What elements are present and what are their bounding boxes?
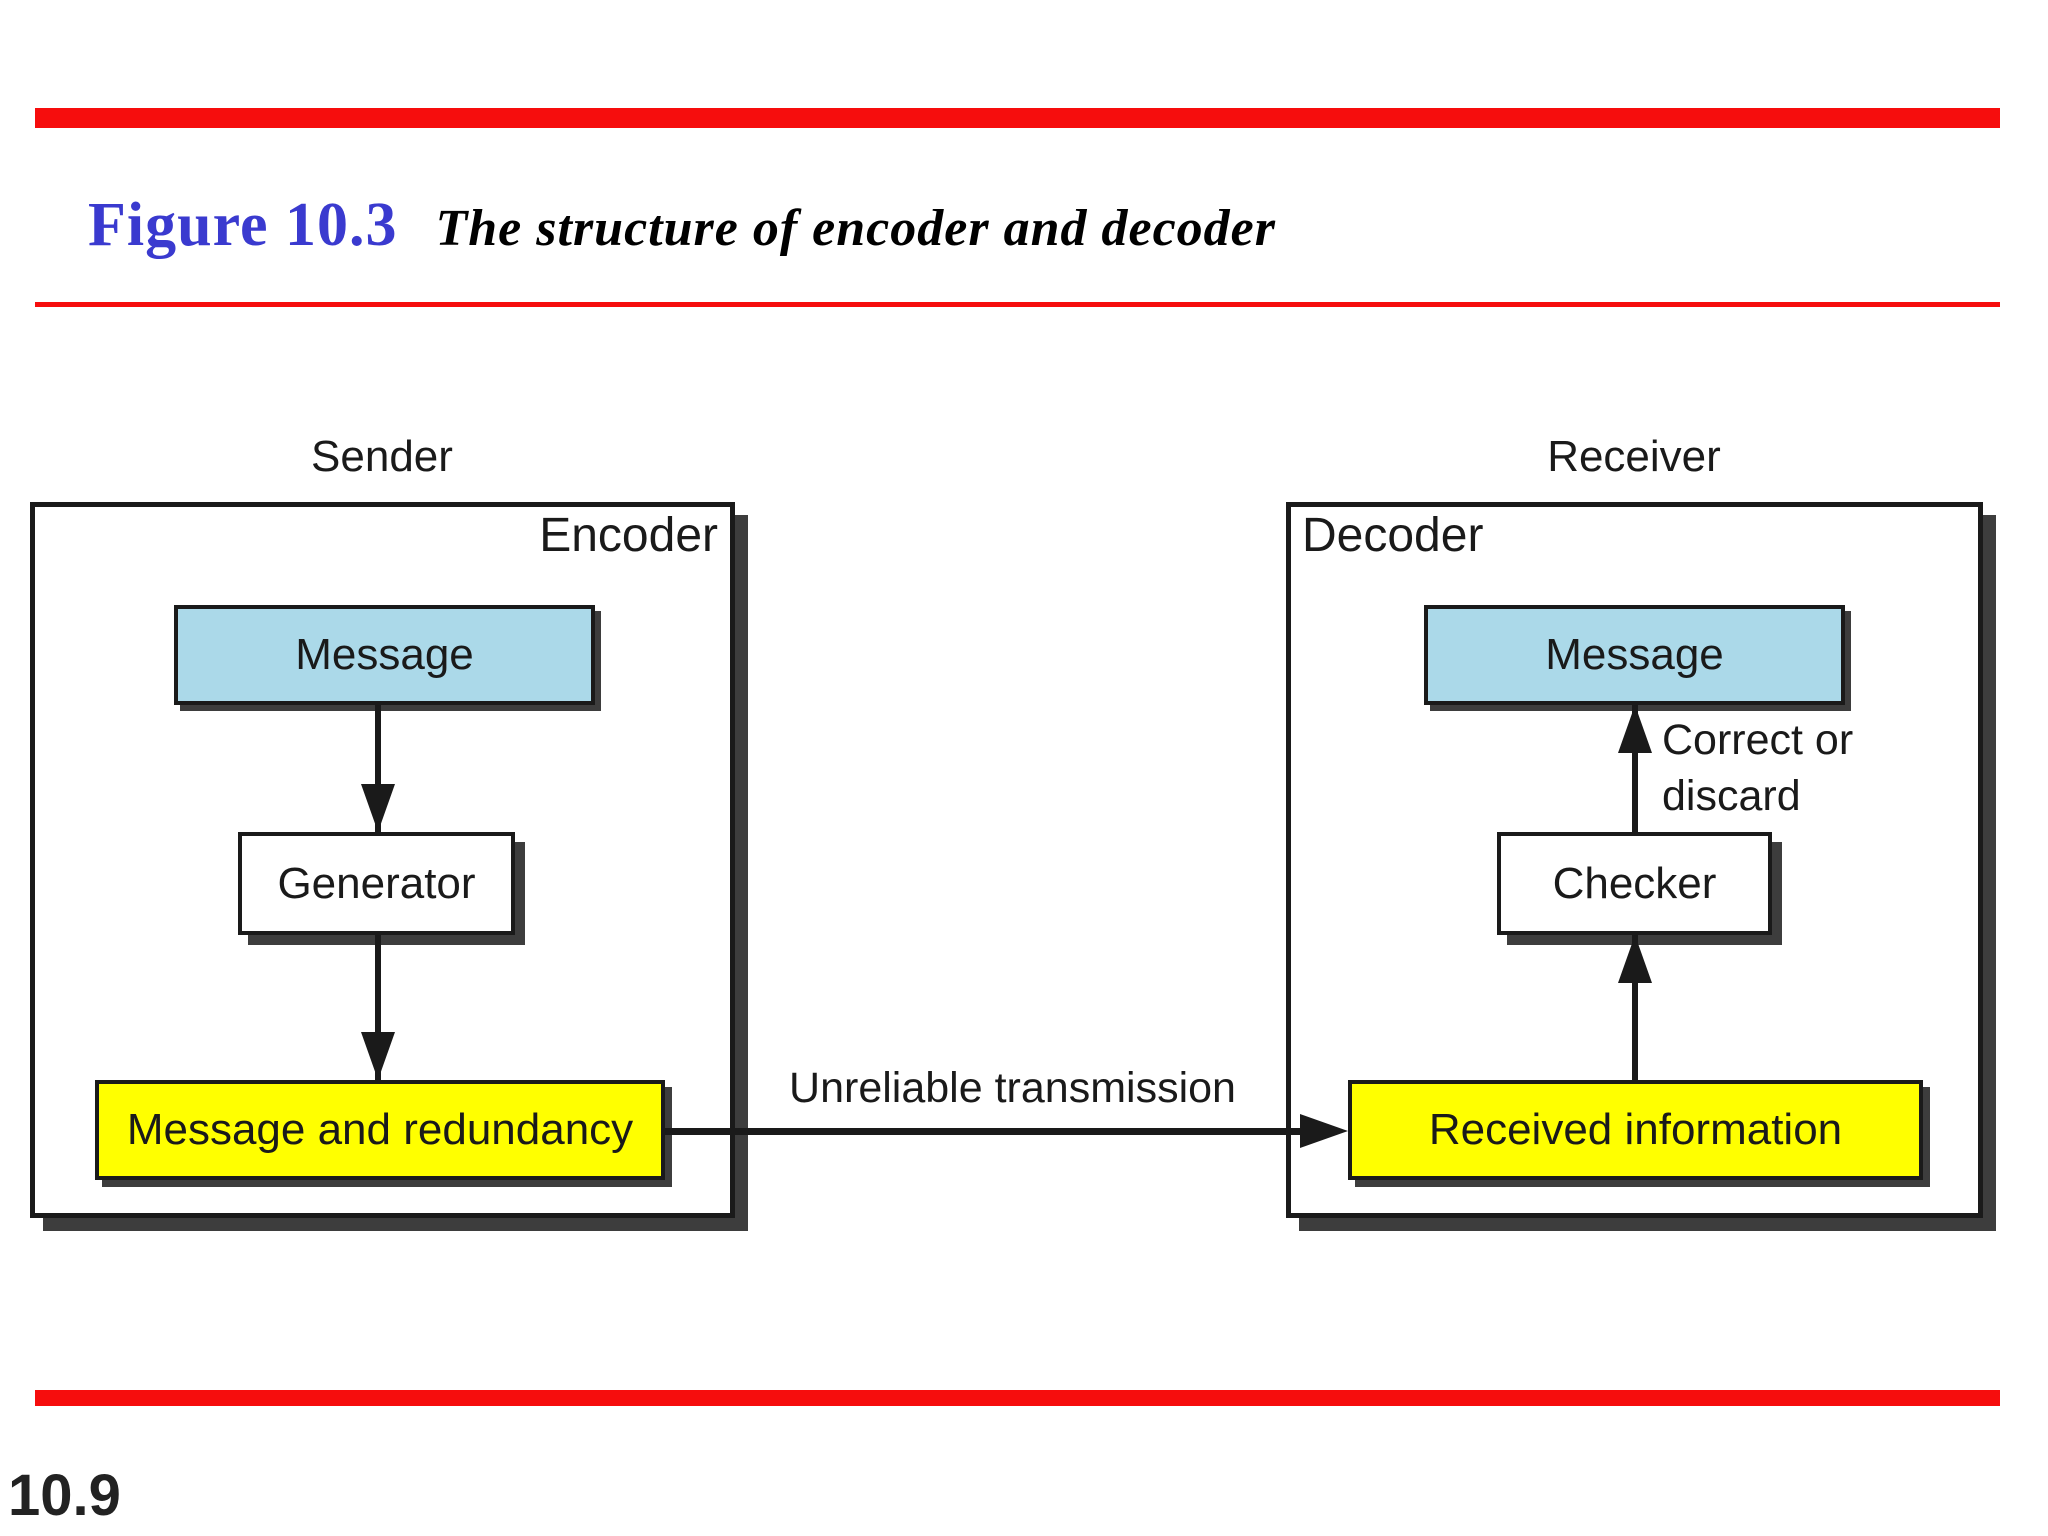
arrow-stem <box>375 705 381 832</box>
checker-box: Checker <box>1497 832 1772 935</box>
message-box-sender: Message <box>174 605 595 705</box>
figure-label: Figure 10.3 <box>88 191 398 259</box>
arrow-stem <box>375 935 381 1080</box>
arrow-stem <box>1632 705 1638 832</box>
figure-caption: The structure of encoder and decoder <box>435 200 1276 257</box>
arrowhead-up-icon <box>1618 935 1652 983</box>
title-underline-rule <box>35 302 2000 307</box>
arrowhead-down-icon <box>361 1032 395 1080</box>
message-box-receiver: Message <box>1424 605 1845 705</box>
sender-label: Sender <box>311 432 453 481</box>
arrowhead-right-icon <box>1300 1114 1348 1148</box>
correct-or-discard-label: Correct or discard <box>1662 712 1853 824</box>
arrowhead-up-icon <box>1618 705 1652 753</box>
transmission-label: Unreliable transmission <box>789 1064 1236 1112</box>
correct-or-line: Correct or <box>1662 716 1854 764</box>
received-information-box: Received information <box>1348 1080 1923 1180</box>
message-redundancy-box: Message and redundancy <box>95 1080 665 1180</box>
arrow-stem <box>1632 935 1638 1080</box>
bottom-rule <box>35 1390 2000 1406</box>
arrow-stem <box>665 1128 1310 1135</box>
encoder-panel-label: Encoder <box>539 509 718 562</box>
top-rule <box>35 108 2000 128</box>
decoder-panel-label: Decoder <box>1302 509 1484 562</box>
slide-title: Figure 10.3 The structure of encoder and… <box>88 190 1276 261</box>
generator-box: Generator <box>238 832 515 935</box>
page-number: 10.9 <box>8 1463 121 1528</box>
arrowhead-down-icon <box>361 784 395 832</box>
discard-line: discard <box>1662 772 1801 820</box>
receiver-label: Receiver <box>1547 432 1721 481</box>
